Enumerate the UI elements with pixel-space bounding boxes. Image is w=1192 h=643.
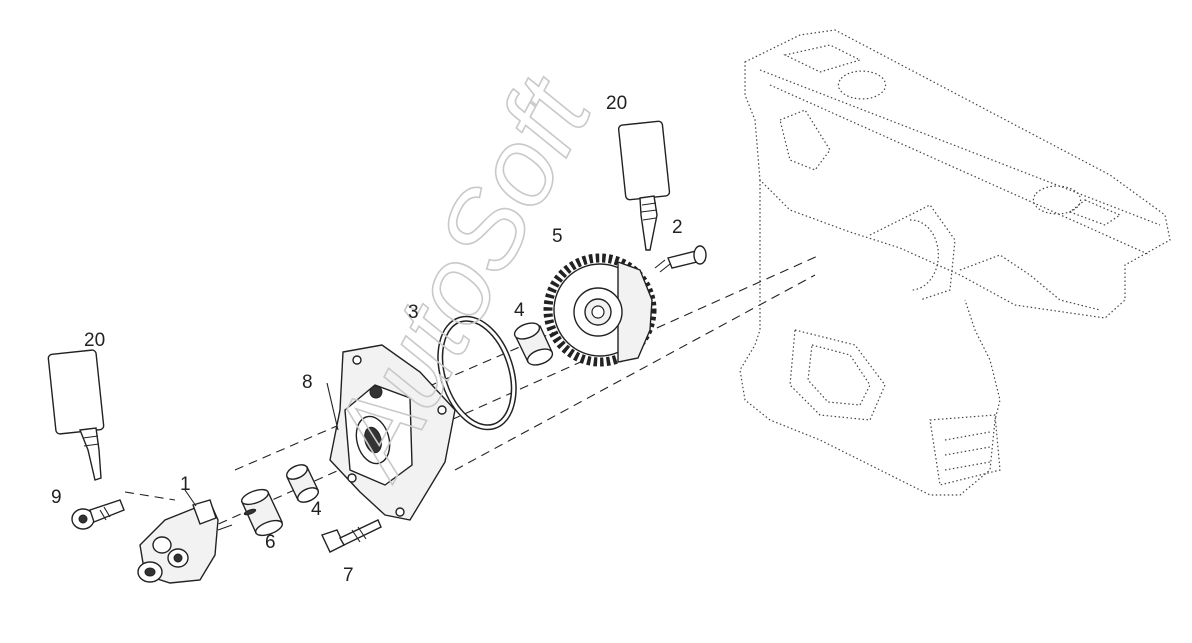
o-ring-gasket — [437, 315, 517, 431]
screw-part-2 — [654, 245, 707, 273]
sleeve-part-6 — [240, 488, 284, 537]
callout-2: 2 — [672, 217, 683, 238]
callout-3: 3 — [408, 302, 419, 323]
bushing-upper — [513, 322, 554, 366]
callout-9: 9 — [51, 487, 62, 508]
callout-7: 7 — [343, 565, 354, 586]
callout-8: 8 — [302, 372, 313, 393]
socket-screw-part-9 — [71, 499, 125, 530]
callout-4-lower: 4 — [311, 499, 322, 520]
sealant-tube-lower — [47, 349, 105, 481]
pump-body — [137, 499, 233, 584]
sealant-tube-upper — [617, 120, 671, 251]
callout-leaders — [184, 382, 339, 507]
bolt-part-7 — [321, 519, 382, 553]
callout-6: 6 — [265, 532, 276, 553]
bushing-lower — [286, 464, 319, 503]
pump-housing-flange — [329, 344, 456, 521]
engine-block-outline — [739, 29, 1171, 496]
callout-4-upper: 4 — [514, 300, 525, 321]
callout-20-lower: 20 — [84, 330, 105, 351]
idler-gear — [543, 253, 657, 367]
callout-20-upper: 20 — [606, 93, 627, 114]
callout-5: 5 — [552, 226, 563, 247]
callout-1: 1 — [180, 474, 191, 495]
